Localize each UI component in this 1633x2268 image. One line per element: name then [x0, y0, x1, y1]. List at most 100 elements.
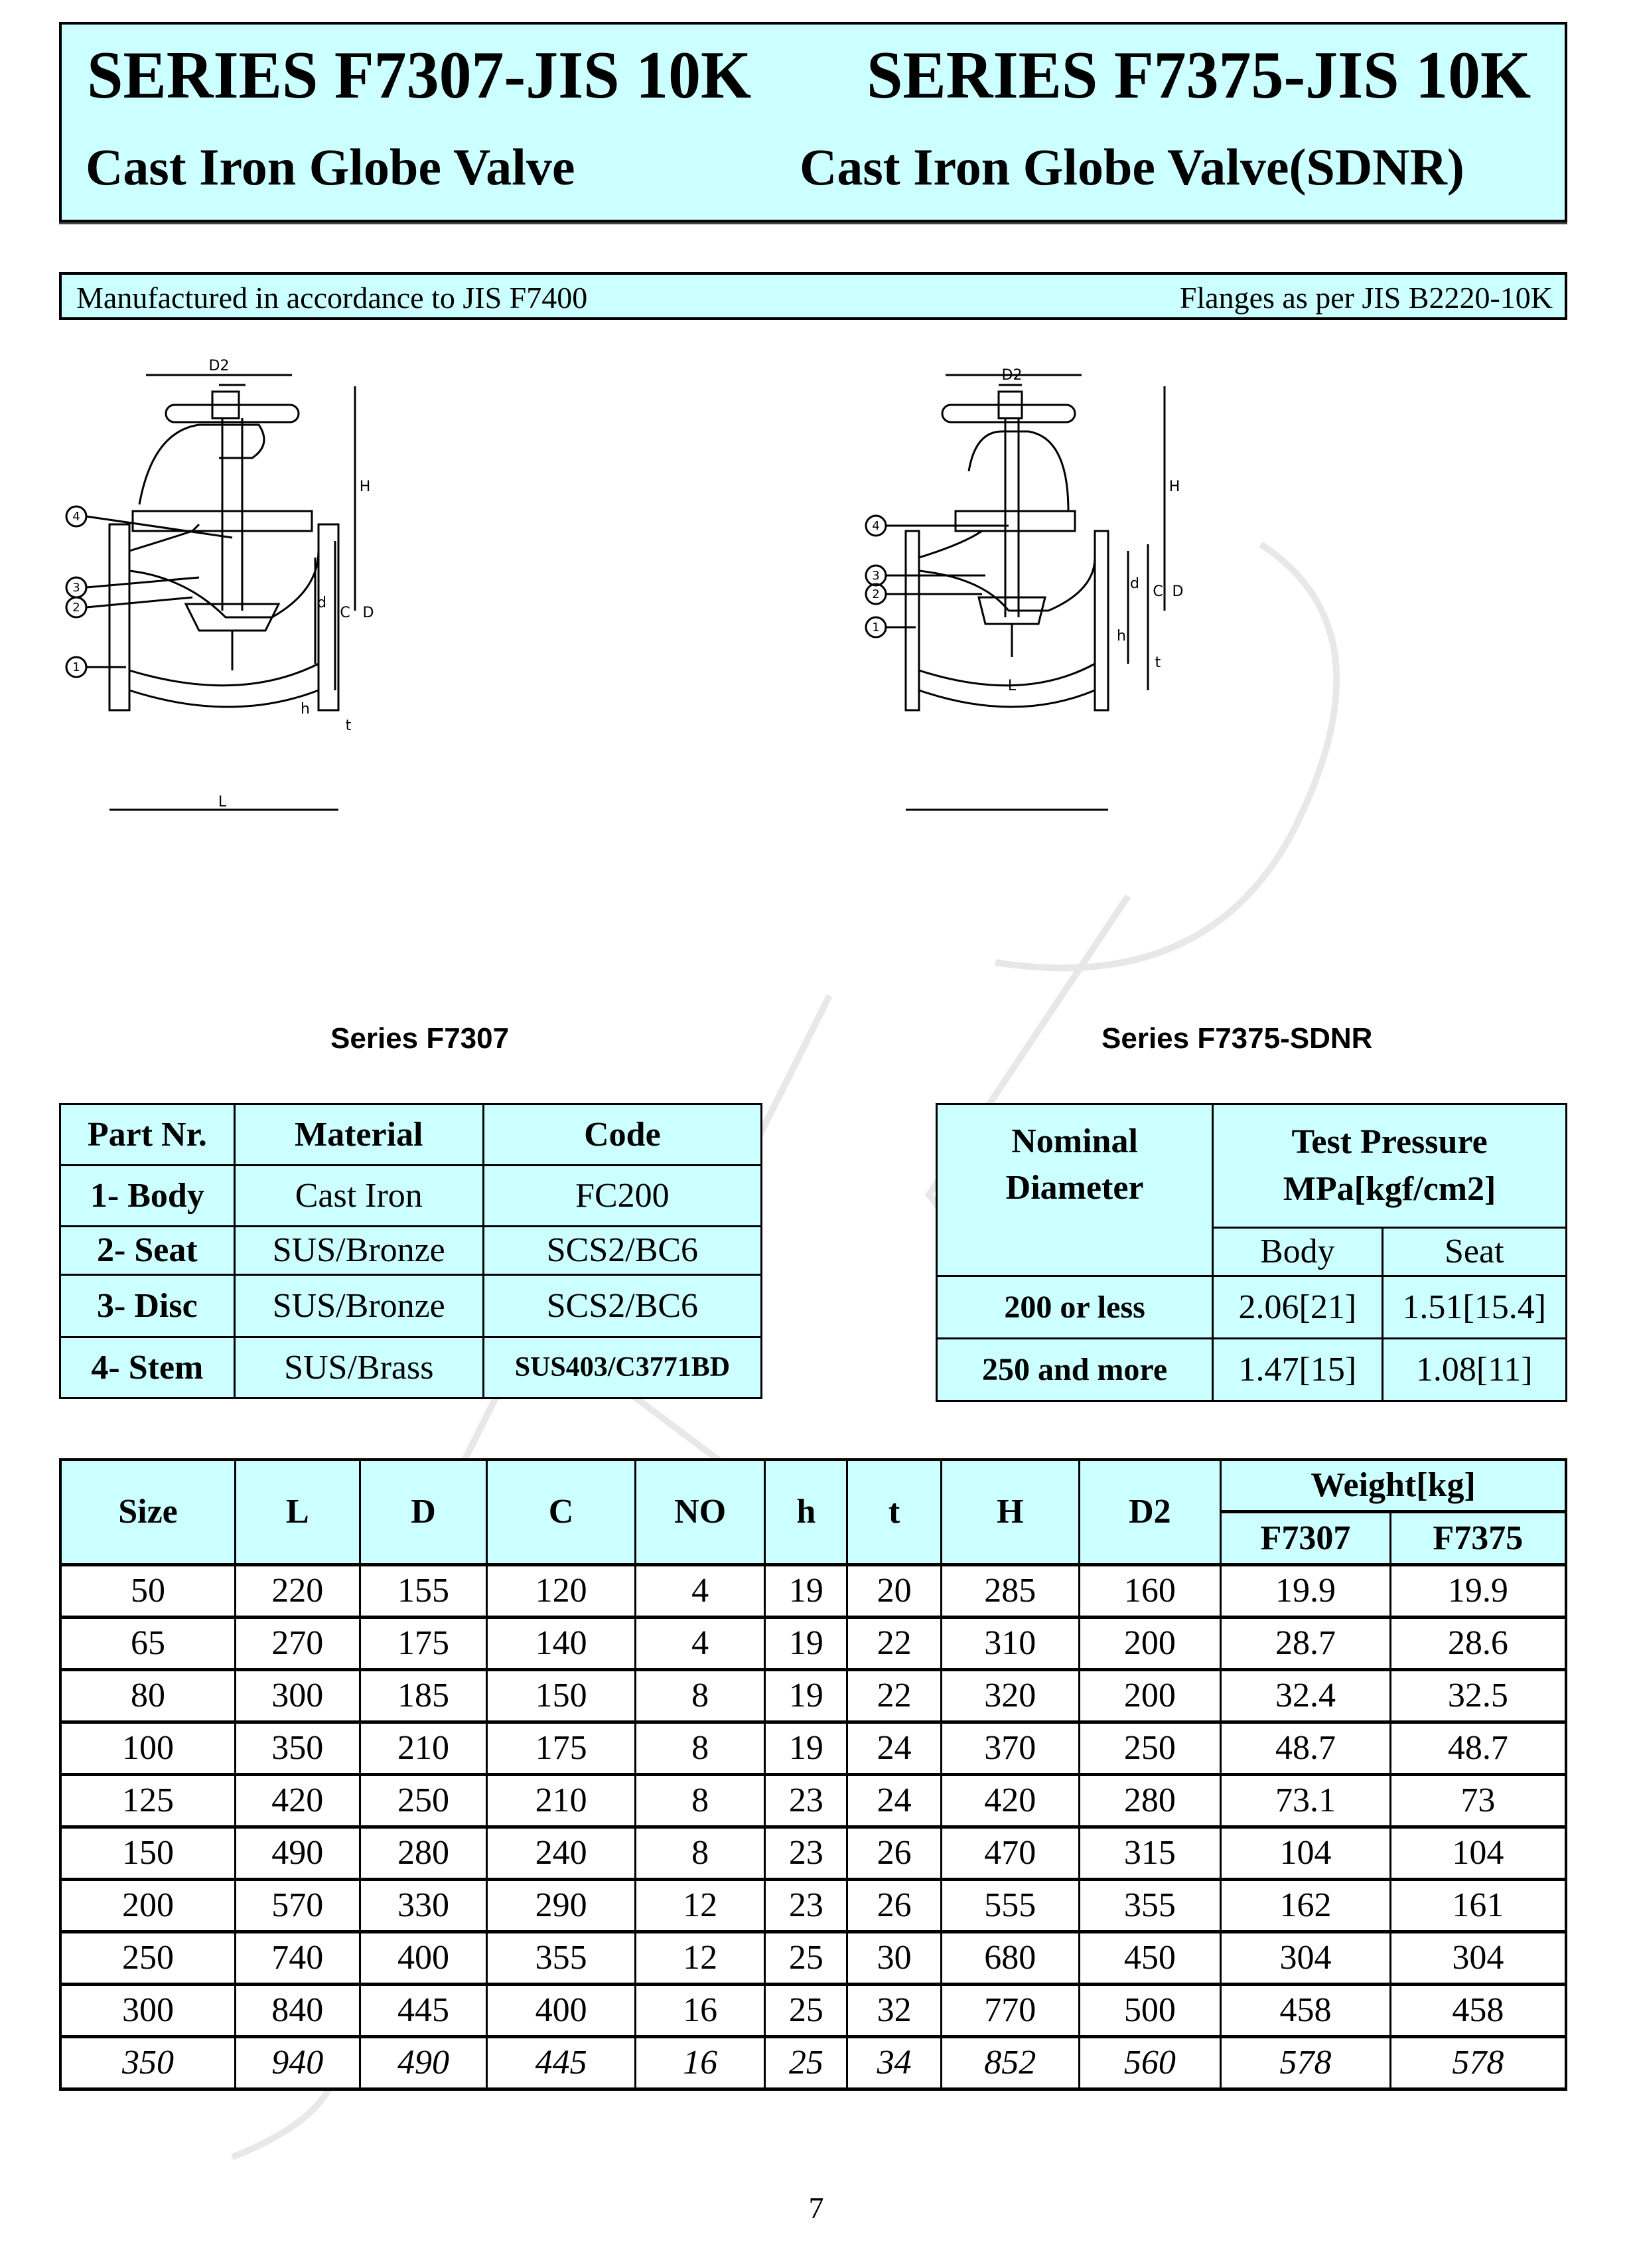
- parts-material-table: Part Nr. Material Code 1- Body Cast Iron…: [59, 1102, 763, 1400]
- dim-label-h: H: [1169, 479, 1180, 495]
- cell-t: 20: [846, 1563, 942, 1618]
- cell-t: 26: [846, 1825, 942, 1880]
- header-d2: D2: [1078, 1458, 1222, 1566]
- callout-4: 4: [72, 510, 80, 524]
- cell-h-small: 19: [764, 1720, 849, 1776]
- cell-c: 290: [486, 1878, 636, 1933]
- cell-size: 125: [59, 1773, 236, 1828]
- dimension-table: Size L D C NO h t H D2 Weight[kg] F7307 …: [59, 1458, 1567, 2091]
- part-code: SUS403/C3771BD: [482, 1335, 763, 1400]
- product-name-left: Cast Iron Globe Valve: [86, 138, 575, 196]
- body-pressure: 1.47[15]: [1212, 1337, 1384, 1402]
- cell-weight-f7307: 73.1: [1220, 1773, 1391, 1828]
- cell-weight-f7375: 104: [1389, 1825, 1567, 1880]
- header-test-pressure: Test Pressure MPa[kgf/cm2]: [1212, 1103, 1567, 1229]
- part-material: SUS/Bronze: [233, 1225, 484, 1276]
- part-material: Cast Iron: [233, 1164, 484, 1228]
- cell-l: 490: [234, 1825, 361, 1880]
- cell-l: 840: [234, 1983, 361, 2038]
- cell-h: 470: [940, 1825, 1080, 1880]
- table-row: 200 or less 2.06[21] 1.51[15.4]: [935, 1275, 1567, 1340]
- cell-h: 320: [940, 1668, 1080, 1723]
- test-pressure-table: Nominal Diameter Test Pressure MPa[kgf/c…: [935, 1102, 1567, 1402]
- cell-h-small: 19: [764, 1616, 849, 1671]
- header-d: D: [358, 1458, 488, 1566]
- handwheel: [941, 404, 1076, 423]
- header-weight-f7307: F7307: [1220, 1510, 1391, 1566]
- header-code: Code: [482, 1102, 763, 1167]
- header-size: Size: [59, 1458, 236, 1566]
- table-row: 1- Body Cast Iron FC200: [59, 1164, 763, 1228]
- cell-size: 100: [59, 1720, 236, 1776]
- valve-cross-section-f7375: D2 H C D d h t L 1 2 3 4: [865, 367, 1183, 811]
- table-row: 3- Disc SUS/Bronze SCS2/BC6: [59, 1273, 763, 1338]
- cell-h-small: 19: [764, 1668, 849, 1723]
- cell-weight-f7307: 28.7: [1220, 1616, 1391, 1671]
- cell-h-small: 23: [764, 1878, 849, 1933]
- cell-weight-f7307: 48.7: [1220, 1720, 1391, 1776]
- callout-3: 3: [872, 569, 879, 583]
- cell-h: 310: [940, 1616, 1080, 1671]
- part-name: 4- Stem: [59, 1335, 236, 1400]
- header-material: Material: [233, 1102, 484, 1167]
- cell-t: 34: [846, 2035, 942, 2090]
- cell-h: 370: [940, 1720, 1080, 1776]
- cell-d2: 160: [1078, 1563, 1222, 1618]
- callout-3: 3: [72, 581, 80, 595]
- cell-l: 270: [234, 1616, 361, 1671]
- dim-label-h: H: [360, 479, 371, 495]
- manufacturing-standard: Manufactured in accordance to JIS F7400: [76, 281, 588, 315]
- header-l: L: [234, 1458, 361, 1566]
- cell-d: 445: [358, 1983, 488, 2038]
- cell-d: 185: [358, 1668, 488, 1723]
- cell-weight-f7307: 104: [1220, 1825, 1391, 1880]
- cell-l: 350: [234, 1720, 361, 1776]
- header-c: C: [486, 1458, 636, 1566]
- cell-h-small: 23: [764, 1773, 849, 1828]
- handwheel: [165, 404, 300, 423]
- cell-weight-f7375: 73: [1389, 1773, 1567, 1828]
- cell-size: 65: [59, 1616, 236, 1671]
- cell-h-small: 23: [764, 1825, 849, 1880]
- cell-no: 8: [634, 1720, 766, 1776]
- cell-l: 940: [234, 2035, 361, 2090]
- series-title-right: SERIES F7375-JIS 10K: [867, 38, 1531, 113]
- seat-pressure: 1.08[11]: [1381, 1337, 1567, 1402]
- cell-d2: 200: [1078, 1616, 1222, 1671]
- cell-d: 400: [358, 1930, 488, 1985]
- cell-h: 680: [940, 1930, 1080, 1985]
- cell-c: 445: [486, 2035, 636, 2090]
- cell-no: 4: [634, 1616, 766, 1671]
- cell-d2: 200: [1078, 1668, 1222, 1723]
- cell-h: 420: [940, 1773, 1080, 1828]
- header-t: t: [846, 1458, 942, 1566]
- header-nominal-line2: Diameter: [1005, 1169, 1144, 1207]
- cell-d: 280: [358, 1825, 488, 1880]
- dim-label-small-d: d: [1130, 575, 1139, 592]
- callout-2: 2: [872, 587, 879, 601]
- cell-c: 355: [486, 1930, 636, 1985]
- part-name: 2- Seat: [59, 1225, 236, 1276]
- header-test-line2: MPa[kgf/cm2]: [1283, 1170, 1496, 1208]
- cell-d2: 355: [1078, 1878, 1222, 1933]
- cell-weight-f7307: 19.9: [1220, 1563, 1391, 1618]
- cell-no: 8: [634, 1668, 766, 1723]
- cell-c: 150: [486, 1668, 636, 1723]
- dim-label-l: L: [1008, 678, 1017, 694]
- flange-standard: Flanges as per JIS B2220-10K: [1179, 281, 1553, 315]
- header-seat: Seat: [1381, 1226, 1567, 1278]
- cell-d2: 450: [1078, 1930, 1222, 1985]
- dim-label-d: D: [363, 605, 374, 621]
- cell-t: 26: [846, 1878, 942, 1933]
- cell-l: 740: [234, 1930, 361, 1985]
- dim-label-c: C: [1153, 583, 1163, 600]
- cell-l: 220: [234, 1563, 361, 1618]
- series-title-left: SERIES F7307-JIS 10K: [87, 38, 752, 113]
- page-number: 7: [808, 2191, 824, 2225]
